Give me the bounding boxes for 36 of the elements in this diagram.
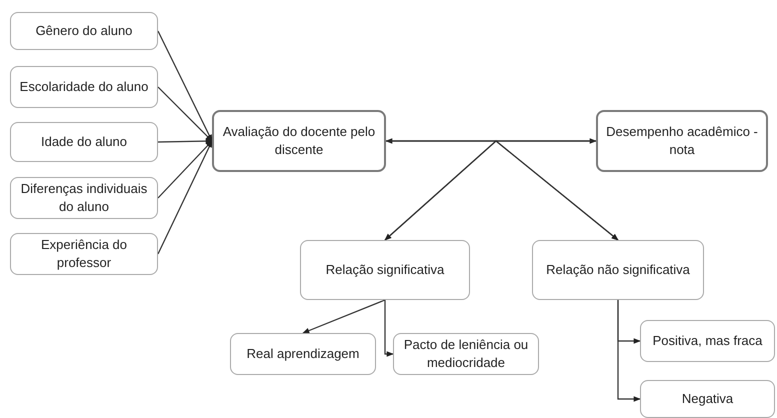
box-label: Gênero do aluno (36, 22, 132, 40)
process-box (212, 110, 386, 172)
process-box (640, 380, 775, 418)
box-label: Diferenças individuais do aluno (20, 180, 148, 216)
arrow (157, 140, 213, 254)
arrow (384, 300, 394, 357)
process-box (230, 333, 376, 375)
box-label: Relação não significativa (546, 261, 690, 279)
box-label: Desempenho acadêmico - nota (605, 123, 759, 159)
process-box (10, 177, 158, 219)
arrow (158, 140, 212, 198)
arrow (157, 30, 213, 142)
box-label: Negativa (682, 390, 734, 408)
box-label: Relação significativa (326, 261, 444, 279)
box-label: Positiva, mas fraca (652, 332, 762, 350)
process-box (640, 320, 775, 362)
process-box (10, 12, 158, 50)
arrow (302, 299, 386, 334)
arrow (617, 300, 641, 402)
box-label: Pacto de leniência ou mediocridade (402, 336, 530, 372)
box-label: Experiência do professor (40, 236, 128, 272)
process-box (532, 240, 704, 300)
process-box (10, 122, 158, 162)
arrow (385, 138, 597, 144)
arrow (158, 86, 212, 142)
box-label: Escolaridade do aluno (20, 78, 148, 96)
process-box (596, 110, 768, 172)
process-box (10, 66, 158, 108)
box-label: Idade do aluno (40, 133, 128, 151)
box-label: Real aprendizagem (246, 345, 360, 363)
arrow (158, 138, 213, 144)
process-box (393, 333, 539, 375)
arrow (494, 140, 619, 240)
process-box (10, 233, 158, 275)
box-label: Avaliação do docente pelo discente (222, 123, 376, 159)
process-box (300, 240, 470, 300)
